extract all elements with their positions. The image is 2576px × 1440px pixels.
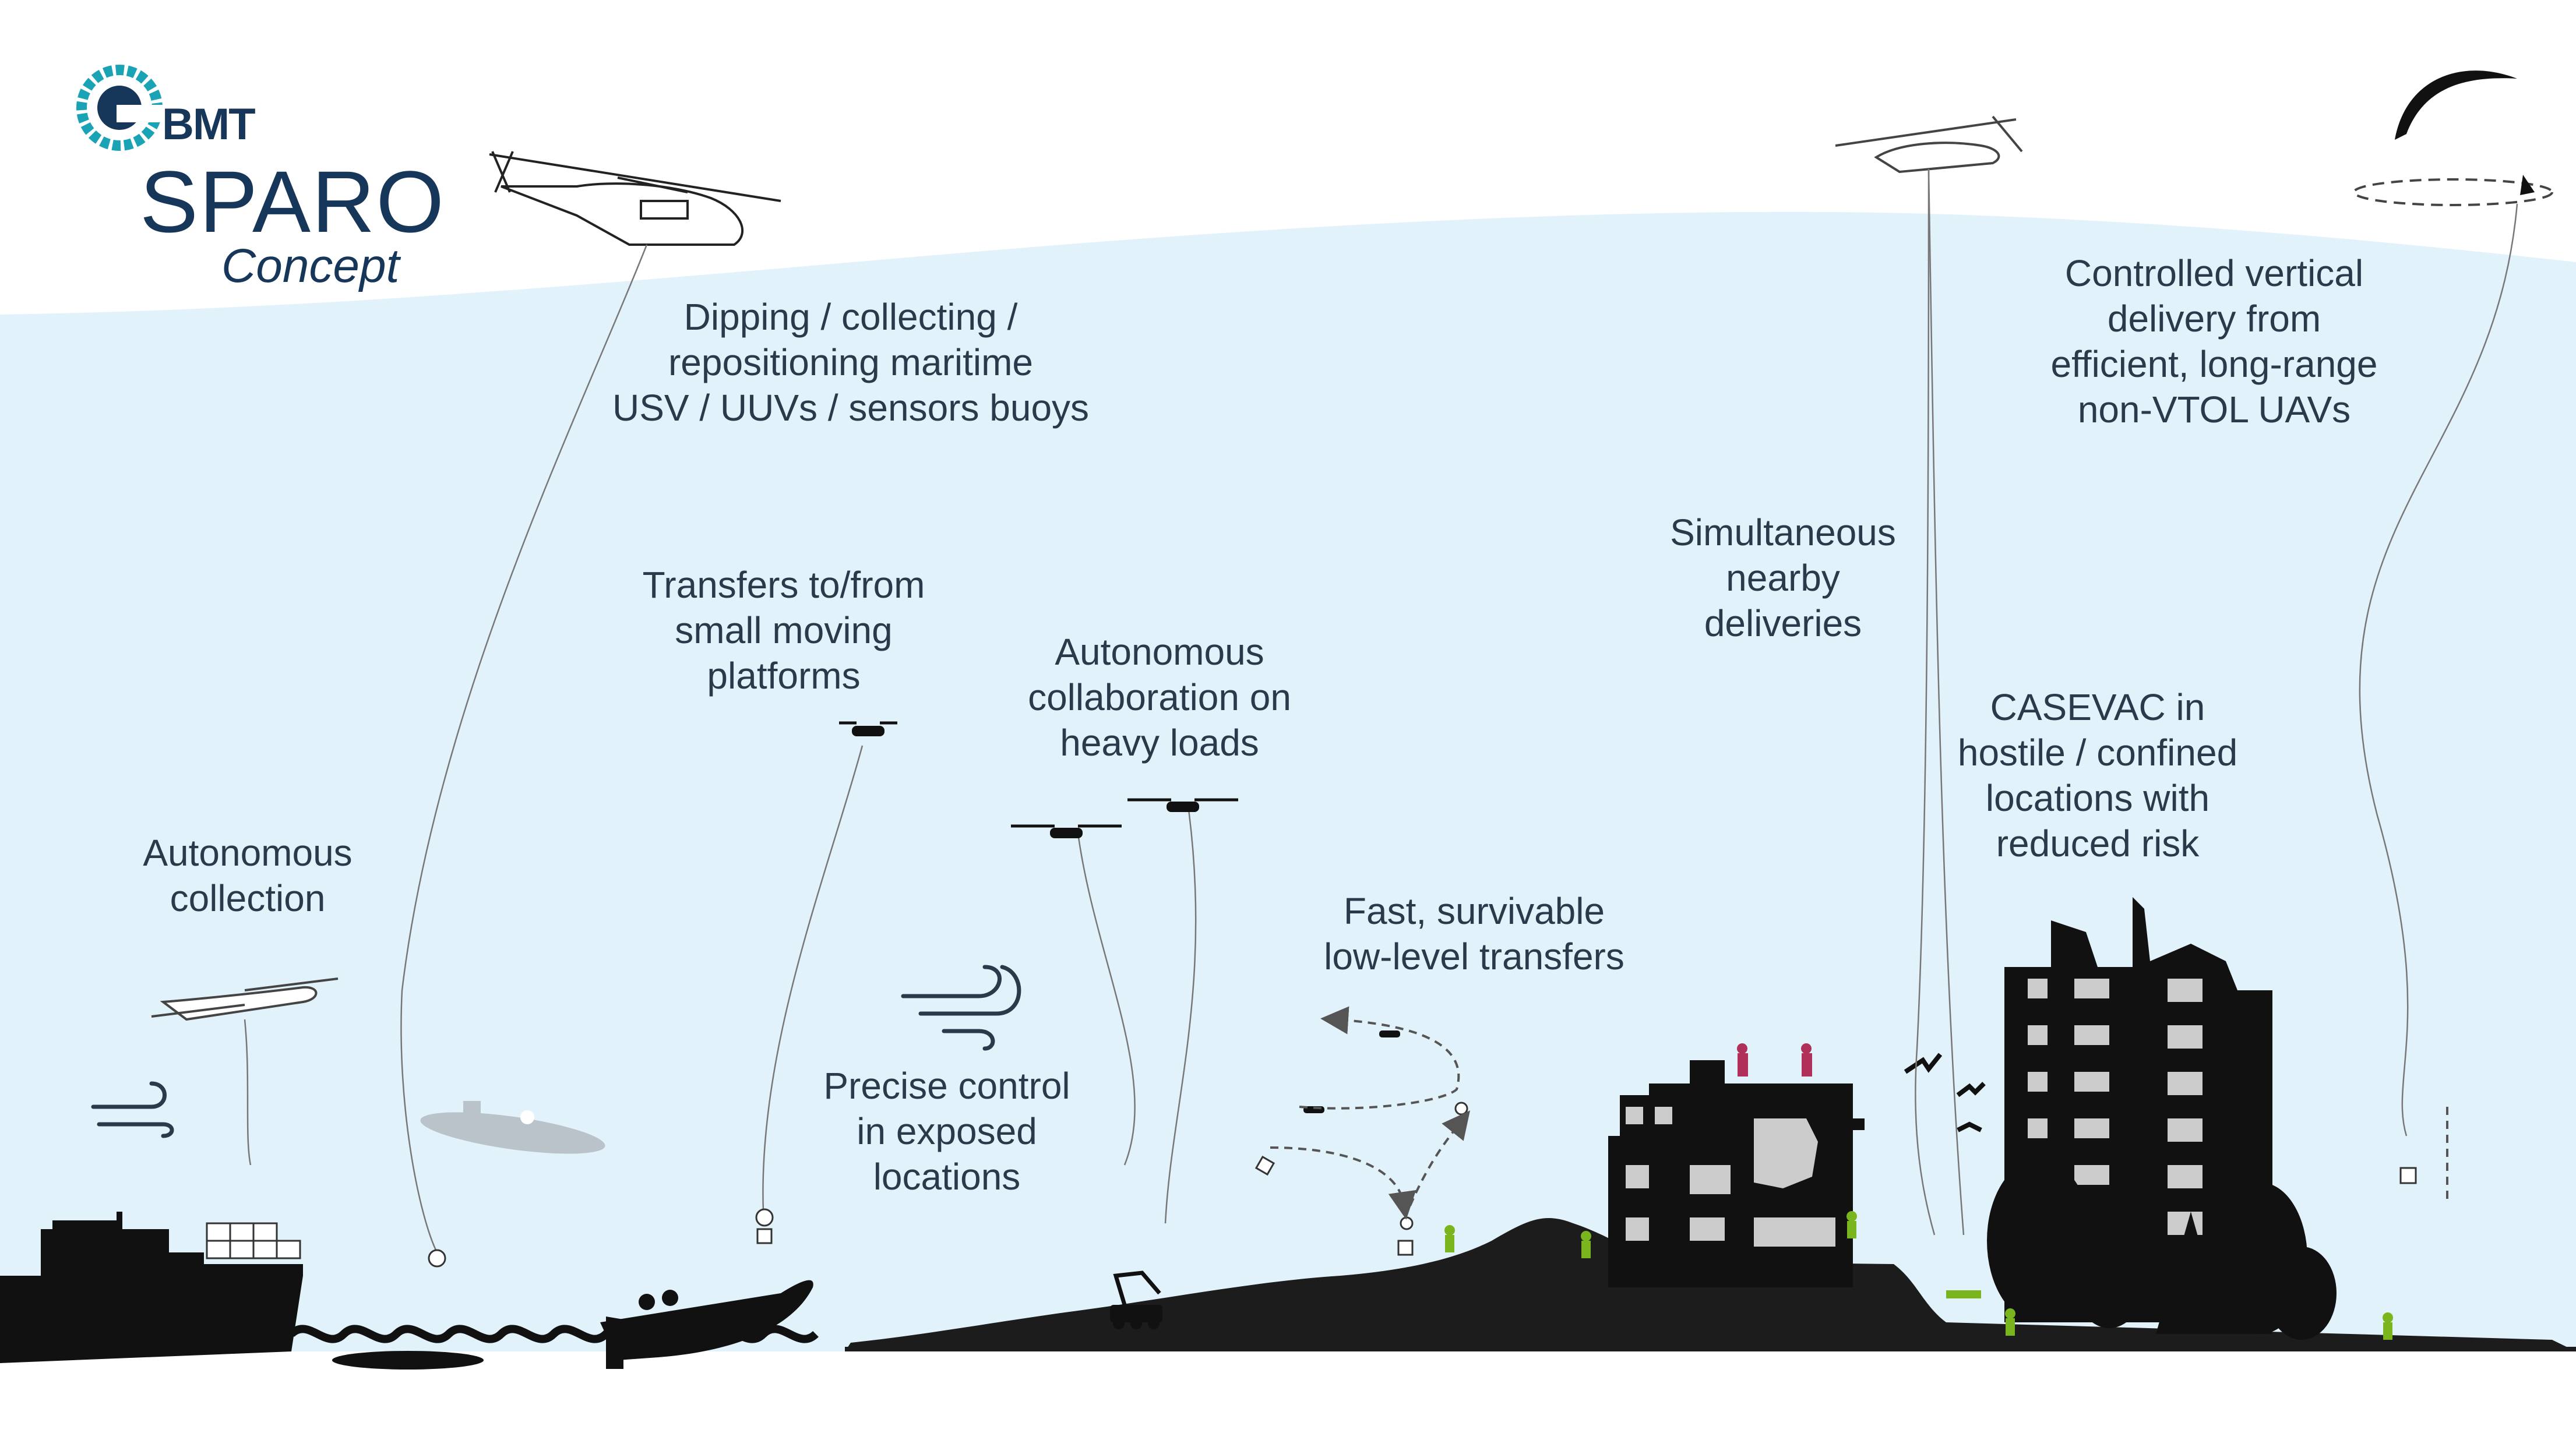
helicopter-icon: [1835, 115, 2023, 174]
caption-casevac: CASEVAC in hostile / confined locations …: [1957, 686, 2238, 864]
bird-icon: [1904, 1053, 1986, 1132]
container-stack: [206, 1222, 301, 1259]
caption-collaboration: Autonomous collaboration on heavy loads: [1028, 631, 1291, 764]
drone-icon: [151, 977, 339, 1021]
ground-robot-icon: [1110, 1270, 1162, 1329]
soldier-icon: [1737, 1043, 1812, 1077]
product-name: SPARO: [140, 153, 446, 250]
wind-icon: [91, 965, 1021, 1138]
bmt-globe-icon: [76, 65, 169, 151]
caption-autonomous-collection: Autonomous collection: [143, 832, 353, 919]
caption-dipping: Dipping / collecting / repositioning mar…: [612, 296, 1090, 429]
package-icon: [428, 1102, 2417, 1268]
flight-paths: [1270, 1006, 2448, 1220]
submarine-icon: [420, 1101, 605, 1154]
brand-name: BMT: [162, 100, 256, 149]
bmt-sparo-logo: BMT SPARO Concept: [76, 64, 449, 309]
caption-transfers: Transfers to/from small moving platforms: [642, 564, 925, 697]
soldier-icon: [1444, 1211, 2393, 1340]
boat-icon: [600, 1280, 813, 1369]
stretcher: [1946, 1290, 1981, 1298]
tree-icon: [1987, 1159, 2337, 1340]
caption-precise-control: Precise control in exposed locations: [823, 1065, 1070, 1198]
tether-lines: [244, 168, 2518, 1253]
ship-icon: [0, 1212, 303, 1363]
uuv-on-surface: [332, 1351, 484, 1370]
parafoil-icon: [2353, 70, 2553, 206]
ground-line: [845, 1347, 2576, 1351]
caption-fast-transfers: Fast, survivable low-level transfers: [1324, 890, 1624, 977]
caption-simultaneous: Simultaneous nearby deliveries: [1670, 511, 1896, 644]
caption-controlled-vertical: Controlled vertical delivery from effici…: [2050, 252, 2378, 430]
helicopter-icon: [489, 151, 781, 246]
building-icon: [1608, 1060, 1865, 1287]
product-subtitle: Concept: [221, 239, 400, 292]
